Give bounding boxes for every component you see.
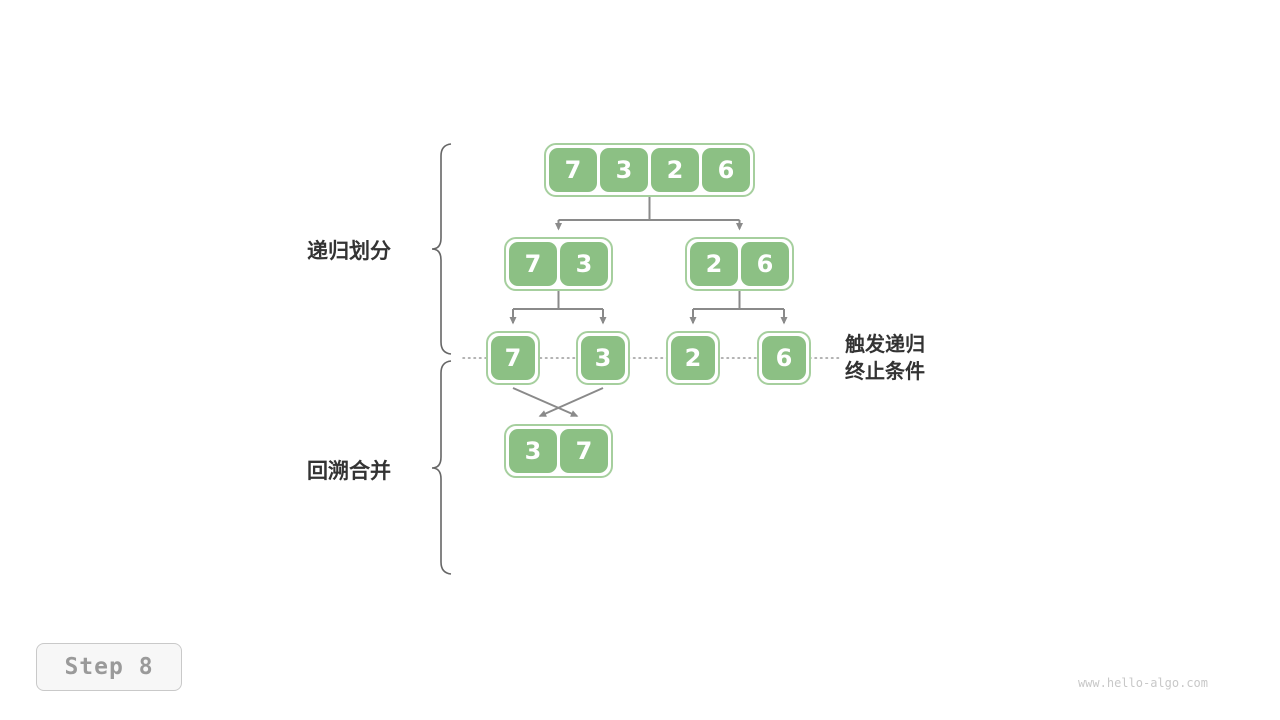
array-cell: 3 xyxy=(581,336,625,380)
array-cell: 6 xyxy=(702,148,750,192)
leaf-node-7: 7 xyxy=(486,331,540,385)
array-cell: 6 xyxy=(762,336,806,380)
array-node-left-half: 7 3 xyxy=(504,237,613,291)
array-cell: 7 xyxy=(509,242,557,286)
array-node-root: 7 3 2 6 xyxy=(544,143,755,197)
termination-annotation-line1: 触发递归 xyxy=(845,332,925,356)
array-cell: 7 xyxy=(560,429,608,473)
merge-phase-label: 回溯合并 xyxy=(307,459,391,483)
array-cell: 2 xyxy=(671,336,715,380)
brace-divide xyxy=(431,143,452,355)
leaf-node-6: 6 xyxy=(757,331,811,385)
divide-connectors-level1 xyxy=(555,197,743,231)
leaf-node-3: 3 xyxy=(576,331,630,385)
watermark: www.hello-algo.com xyxy=(1077,676,1208,690)
merge-cross-arrows xyxy=(512,387,604,417)
brace-merge xyxy=(431,360,452,575)
step-badge: Step 8 xyxy=(36,643,182,691)
leaf-node-2: 2 xyxy=(666,331,720,385)
array-cell: 2 xyxy=(651,148,699,192)
array-node-right-half: 2 6 xyxy=(685,237,794,291)
termination-annotation: 触发递归 终止条件 xyxy=(845,331,925,385)
array-cell: 3 xyxy=(509,429,557,473)
array-cell: 7 xyxy=(549,148,597,192)
array-cell: 3 xyxy=(560,242,608,286)
divide-connectors-level2 xyxy=(509,291,788,325)
array-cell: 2 xyxy=(690,242,738,286)
array-cell: 7 xyxy=(491,336,535,380)
divide-phase-label: 递归划分 xyxy=(307,239,391,263)
array-cell: 3 xyxy=(600,148,648,192)
array-cell: 6 xyxy=(741,242,789,286)
array-node-merged: 3 7 xyxy=(504,424,613,478)
termination-annotation-line2: 终止条件 xyxy=(845,359,925,383)
